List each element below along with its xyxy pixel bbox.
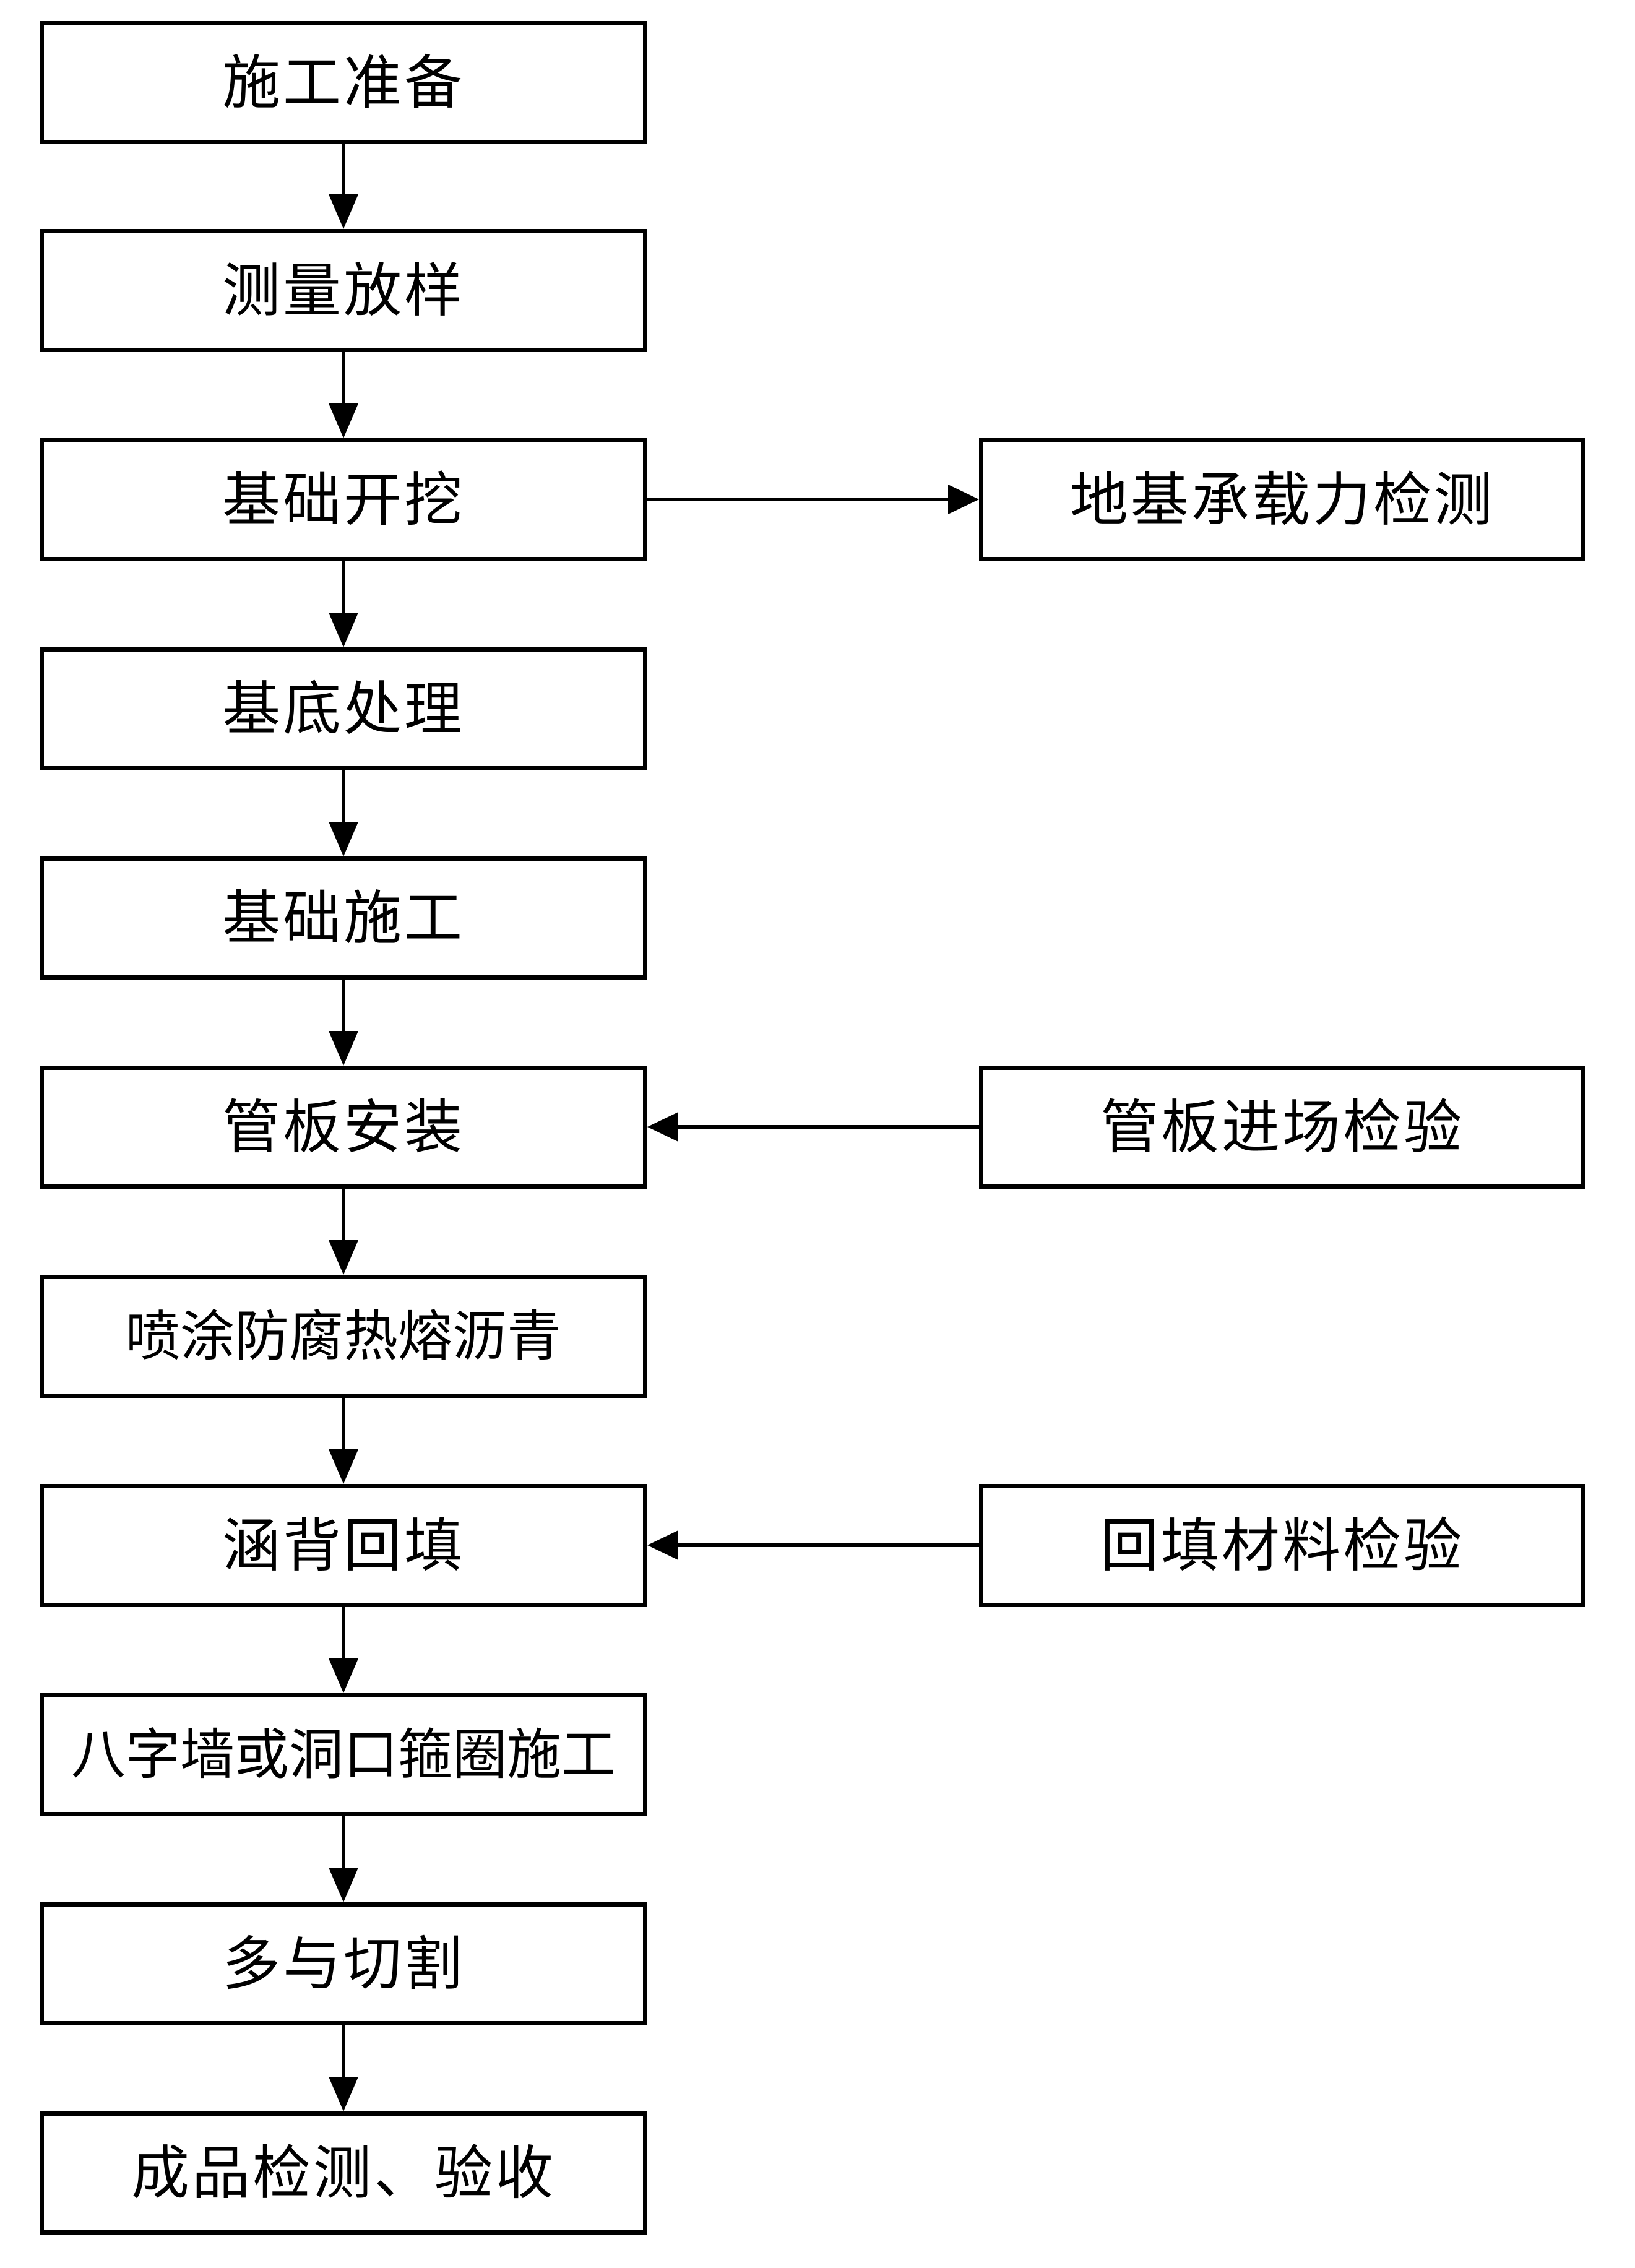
side-node-backfill-material-inspection[interactable]: 回填材料检验 [979, 1484, 1585, 1607]
flow-node-spray-anticorrosion-asphalt[interactable]: 喷涂防腐热熔沥青 [40, 1275, 647, 1398]
arrow-down-n2-n3 [325, 352, 362, 438]
flow-node-label: 成品检测、验收 [131, 2140, 556, 2205]
arrow-head-down-icon [329, 822, 358, 856]
arrow-shaft [342, 144, 345, 194]
flow-node-label: 涵背回填 [222, 1512, 465, 1578]
flow-node-label: 管板安装 [222, 1094, 465, 1160]
arrow-shaft [342, 1189, 345, 1240]
arrow-left-s3-n8 [647, 1527, 979, 1564]
arrow-down-n10-n11 [325, 2025, 362, 2111]
arrow-head-down-icon [329, 403, 358, 438]
side-node-label: 回填材料检验 [1100, 1512, 1464, 1578]
flow-node-label: 基底处理 [222, 676, 465, 741]
arrow-down-n1-n2 [325, 144, 362, 229]
arrow-down-n4-n5 [325, 770, 362, 856]
arrow-down-n7-n8 [325, 1398, 362, 1484]
flow-node-culvert-back-backfill[interactable]: 涵背回填 [40, 1484, 647, 1607]
flow-node-label: 多与切割 [222, 1931, 465, 1996]
arrow-shaft [647, 498, 951, 501]
arrow-head-left-icon [647, 1112, 678, 1142]
arrow-shaft [342, 561, 345, 613]
side-node-label: 地基承载力检测 [1069, 467, 1495, 532]
arrow-head-down-icon [329, 194, 358, 229]
arrow-down-n3-n4 [325, 561, 362, 647]
side-node-subgrade-bearing-capacity-test[interactable]: 地基承载力检测 [979, 438, 1585, 561]
arrow-head-down-icon [329, 613, 358, 647]
arrow-shaft [342, 980, 345, 1031]
flow-node-label: 测量放样 [222, 257, 465, 323]
flow-node-foundation-excavation[interactable]: 基础开挖 [40, 438, 647, 561]
arrow-down-n6-n7 [325, 1189, 362, 1275]
flow-node-label: 施工准备 [222, 50, 465, 115]
arrow-head-down-icon [329, 1031, 358, 1066]
flow-node-pipe-plate-installation[interactable]: 管板安装 [40, 1066, 647, 1189]
arrow-head-down-icon [329, 1658, 358, 1693]
flow-node-label: 八字墙或洞口箍圈施工 [71, 1723, 616, 1785]
arrow-head-down-icon [329, 1240, 358, 1275]
arrow-shaft [342, 2025, 345, 2077]
arrow-right-n3-s1 [647, 481, 979, 518]
side-node-label: 管板进场检验 [1100, 1094, 1464, 1160]
arrow-down-n8-n9 [325, 1607, 362, 1693]
flow-node-excess-cutting[interactable]: 多与切割 [40, 1902, 647, 2025]
arrow-head-down-icon [329, 1868, 358, 1902]
flow-node-survey-setting-out[interactable]: 测量放样 [40, 229, 647, 352]
arrow-down-n5-n6 [325, 980, 362, 1066]
flow-node-wingwall-or-hoop-construction[interactable]: 八字墙或洞口箍圈施工 [40, 1693, 647, 1816]
arrow-shaft [342, 770, 345, 822]
flow-node-label: 喷涂防腐热熔沥青 [125, 1305, 561, 1367]
arrow-down-n9-n10 [325, 1816, 362, 1902]
arrow-head-right-icon [948, 485, 979, 514]
flow-node-label: 基础开挖 [222, 467, 465, 532]
arrow-shaft [342, 1607, 345, 1658]
side-node-pipe-plate-arrival-inspection[interactable]: 管板进场检验 [979, 1066, 1585, 1189]
arrow-left-s2-n6 [647, 1108, 979, 1145]
arrow-head-down-icon [329, 1449, 358, 1484]
flow-node-finished-product-inspection-acceptance[interactable]: 成品检测、验收 [40, 2111, 647, 2235]
arrow-head-left-icon [647, 1530, 678, 1560]
flow-node-subgrade-treatment[interactable]: 基底处理 [40, 647, 647, 770]
arrow-shaft [676, 1125, 979, 1129]
arrow-head-down-icon [329, 2077, 358, 2111]
flow-node-label: 基础施工 [222, 885, 465, 951]
arrow-shaft [342, 352, 345, 403]
arrow-shaft [342, 1816, 345, 1868]
arrow-shaft [676, 1543, 979, 1547]
flow-node-foundation-construction[interactable]: 基础施工 [40, 856, 647, 980]
arrow-shaft [342, 1398, 345, 1449]
flow-node-construction-preparation[interactable]: 施工准备 [40, 21, 647, 144]
